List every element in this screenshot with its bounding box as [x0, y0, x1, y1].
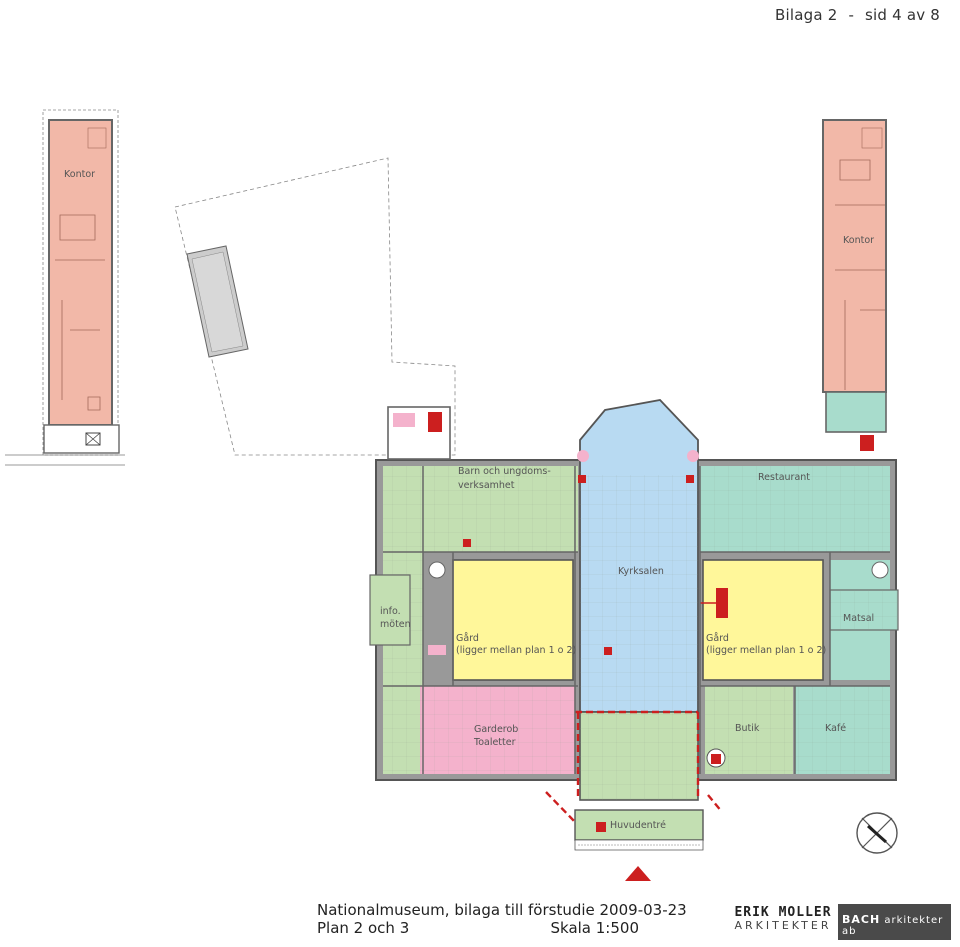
main-building	[369, 399, 899, 881]
north-arrow-icon	[856, 812, 898, 854]
label-info-line1: info.	[380, 606, 401, 617]
label-garderob-line1: Garderob	[474, 724, 518, 735]
label-gard-right-line1: Gård	[706, 633, 729, 644]
footer-title-block: Nationalmuseum, bilaga till förstudie 20…	[317, 901, 687, 937]
label-butik: Butik	[735, 723, 760, 734]
label-barn-line1: Barn och ungdoms-	[458, 466, 551, 477]
label-gard-right-line2: (ligger mellan plan 1 o 2)	[706, 645, 826, 656]
right-office-wing	[822, 119, 887, 451]
bach-logo-suffix: arkitekter ab	[842, 915, 944, 937]
label-kafe: Kafé	[825, 723, 846, 734]
label-garderob-line2: Toaletter	[473, 737, 516, 748]
left-office-wing	[5, 109, 125, 466]
scale-label: Skala 1:500	[550, 919, 640, 937]
label-gard-left-line2: (ligger mellan plan 1 o 2)	[456, 645, 576, 656]
label-restaurant: Restaurant	[758, 472, 810, 483]
erik-logo-line2: ARKITEKTER	[734, 919, 832, 932]
bach-logo-name: BACH	[842, 913, 881, 926]
erik-logo-line1: ERIK MOLLER	[734, 905, 832, 920]
label-gard-left-line1: Gård	[456, 633, 479, 644]
label-kontor-left: Kontor	[64, 169, 95, 180]
label-kontor-right: Kontor	[843, 235, 874, 246]
document-title: Nationalmuseum, bilaga till förstudie 20…	[317, 901, 687, 919]
plan-label: Plan 2 och 3	[317, 919, 410, 937]
erik-moller-logo: ERIK MOLLER ARKITEKTER	[733, 905, 833, 932]
label-info-line2: möten	[380, 619, 411, 630]
label-matsal: Matsal	[843, 613, 874, 624]
page-header: Bilaga 2 - sid 4 av 8	[769, 6, 940, 24]
attachment-label: Bilaga 2	[775, 6, 838, 24]
page-number: sid 4 av 8	[865, 6, 940, 24]
label-barn-line2: verksamhet	[458, 480, 515, 491]
site-outline	[174, 157, 456, 456]
label-huvudentre: Huvudentré	[610, 820, 666, 831]
header-separator: -	[848, 6, 855, 24]
bach-logo: BACH arkitekter ab	[838, 904, 951, 940]
label-kyrksalen: Kyrksalen	[618, 566, 664, 577]
